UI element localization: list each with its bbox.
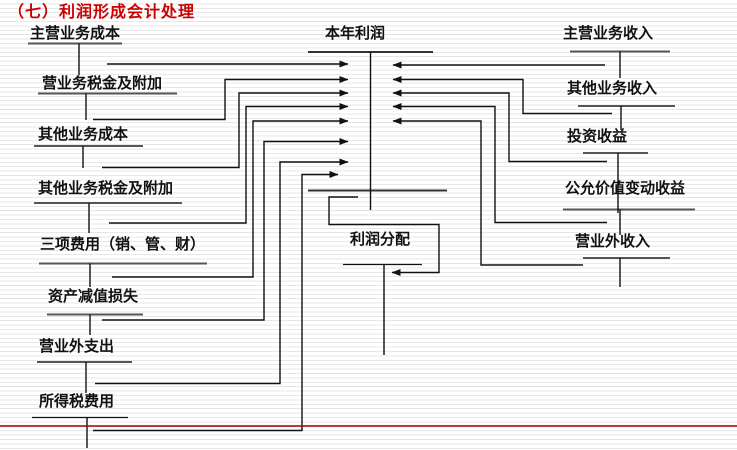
credit-transfer-arrows [392,61,612,266]
account-label-asset-impairment-loss: 资产减值损失 [48,288,139,305]
account-label-investment-income: 投资收益 [567,128,628,145]
account-label-current-year-profit: 本年利润 [325,25,386,42]
debit-transfer-arrows [93,60,349,432]
account-label-profit-distribution: 利润分配 [350,231,411,248]
t-account-underlines [28,42,695,363]
account-label-main-business-cost: 主营业务成本 [30,25,121,42]
account-label-fair-value-change-income: 公允价值变动收益 [565,180,686,197]
account-label-non-operating-expense: 营业外支出 [39,338,115,355]
t-account-underlines-thin [32,263,422,419]
account-label-business-tax-surcharge: 营业务税金及附加 [42,75,163,92]
account-label-other-business-income: 其他业务收入 [567,80,658,97]
account-label-other-business-tax: 其他业务税金及附加 [38,180,174,197]
t-account-stems [78,43,622,448]
account-label-other-business-cost: 其他业务成本 [38,126,129,143]
account-label-main-business-income: 主营业务收入 [563,25,654,42]
profit-to-distribution-arrow [328,196,440,276]
account-label-three-expenses: 三项费用（销、管、财） [40,236,206,253]
account-label-non-operating-income: 营业外收入 [575,233,651,250]
slide-title: （七）利润形成会计处理 [8,4,196,21]
account-label-income-tax-expense: 所得税费用 [39,393,115,410]
